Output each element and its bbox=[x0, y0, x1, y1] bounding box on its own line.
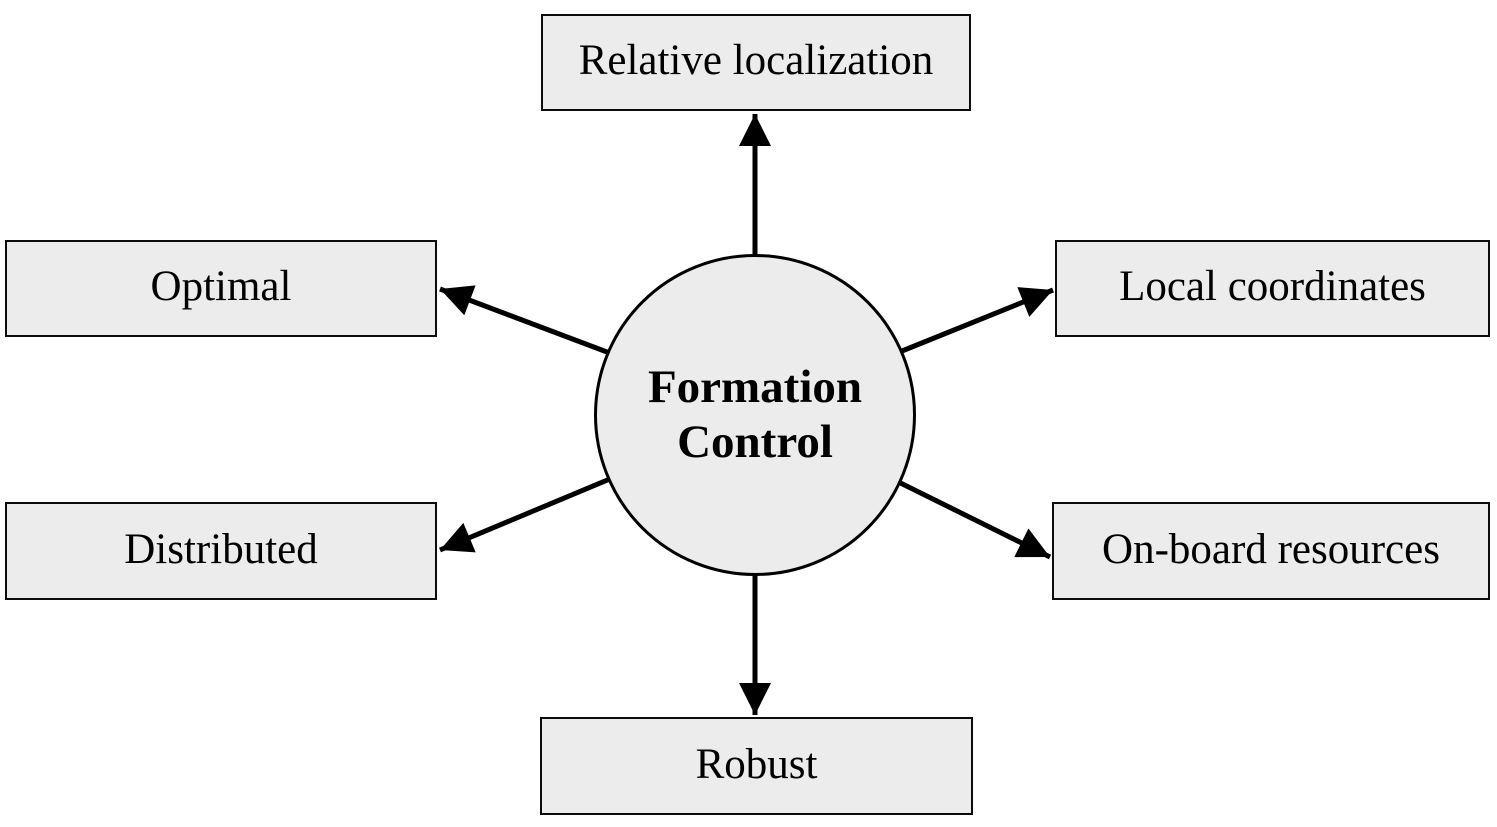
node-optimal-label: Optimal bbox=[150, 263, 292, 310]
node-relative-localization-label: Relative localization bbox=[578, 37, 934, 84]
node-distributed-label: Distributed bbox=[124, 525, 318, 573]
node-formation-control: Formation Control bbox=[594, 254, 916, 576]
node-distributed: Distributed bbox=[5, 502, 437, 600]
node-robust: Robust bbox=[540, 717, 973, 815]
node-robust-label: Robust bbox=[695, 740, 818, 788]
node-on-board-resources: On-board resources bbox=[1052, 502, 1490, 600]
node-local-coordinates: Local coordinates bbox=[1055, 240, 1490, 337]
node-formation-control-label-line2: Control bbox=[677, 416, 833, 468]
node-relative-localization: Relative localization bbox=[541, 14, 971, 111]
node-on-board-resources-label: On-board resources bbox=[1102, 525, 1440, 573]
node-local-coordinates-label: Local coordinates bbox=[1119, 263, 1426, 310]
node-formation-control-label-line1: Formation bbox=[647, 360, 863, 413]
node-optimal: Optimal bbox=[5, 240, 437, 337]
